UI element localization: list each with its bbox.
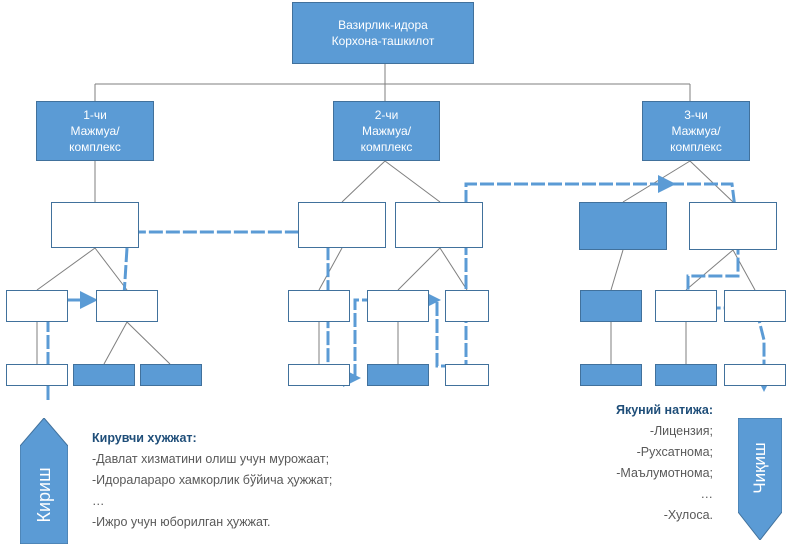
input-documents: Кирувчи хужжат: -Давлат хизматини олиш у…: [92, 428, 332, 533]
output-label: Чиқиш: [750, 442, 769, 494]
complex-1-box: 1-чи Мажмуа/ комплекс: [36, 101, 154, 161]
input-document-item: -Давлат хизматини олиш учун мурожаат;: [92, 452, 330, 466]
complex-2-subunit-b: [367, 290, 429, 322]
input-documents-heading: Кирувчи хужжат:: [92, 431, 197, 445]
complex-3-leaf-b: [655, 364, 717, 386]
input-document-item: …: [92, 494, 105, 508]
complex-3-unit-a: [579, 202, 667, 250]
final-result: Якуний натижа: -Лицензия; -Рухсатнома; -…: [616, 400, 713, 526]
complex-2-leaf-a: [288, 364, 350, 386]
input-arrow: Кириш: [20, 418, 68, 544]
complex-3-line1: 3-чи: [684, 108, 708, 122]
complex-2-leaf-c: [445, 364, 489, 386]
complex-1-subunit-b: [96, 290, 158, 322]
complex-2-line1: 2-чи: [374, 108, 399, 122]
final-result-item: -Лицензия;: [649, 424, 713, 438]
complex-2-unit-b: [395, 202, 483, 248]
complex-3-subunit-b: [655, 290, 717, 322]
complex-1-line2: Мажмуа/: [70, 124, 120, 138]
complex-3-line3: комплекс: [670, 140, 722, 154]
complex-1-leaf-a: [6, 364, 68, 386]
final-result-item: -Маълумотнома;: [616, 466, 713, 480]
complex-3-subunit-a: [580, 290, 642, 322]
input-document-item: -Идоралараро хамкорлик бўйича ҳужжат;: [92, 473, 333, 487]
final-result-item: -Хулоса.: [663, 508, 713, 522]
complex-2-leaf-b: [367, 364, 429, 386]
final-result-item: …: [700, 487, 714, 501]
hierarchy-connectors: [36, 64, 756, 365]
complex-1-leaf-b: [73, 364, 135, 386]
complex-2-unit-a: [298, 202, 386, 248]
complex-1-leaf-c: [140, 364, 202, 386]
complex-1-subunit-a: [6, 290, 68, 322]
up-arrow-icon: [20, 418, 68, 544]
complex-1-unit: [51, 202, 139, 248]
complex-2-subunit-a: [288, 290, 350, 322]
complex-3-subunit-c: [724, 290, 786, 322]
output-arrow: Чиқиш: [738, 418, 782, 540]
complex-3-unit-b: [689, 202, 777, 250]
organization-box: Вазирлик-идора Корхона-ташкилот: [292, 2, 474, 64]
down-arrow-icon: [738, 418, 782, 540]
input-label: Кириш: [34, 467, 54, 523]
final-result-heading: Якуний натижа:: [615, 403, 713, 417]
complex-2-box: 2-чи Мажмуа/ комплекс: [333, 101, 440, 161]
organization-line2: Корхона-ташкилот: [331, 34, 435, 48]
complex-1-line1: 1-чи: [83, 108, 107, 122]
complex-3-line2: Мажмуа/: [671, 124, 721, 138]
organization-line1: Вазирлик-идора: [338, 18, 428, 32]
complex-3-box: 3-чи Мажмуа/ комплекс: [642, 101, 750, 161]
complex-3-leaf-a: [580, 364, 642, 386]
complex-2-line2: Мажмуа/: [361, 124, 412, 138]
complex-2-line3: комплекс: [360, 140, 413, 154]
input-document-item: -Ижро учун юборилган ҳужжат.: [92, 515, 271, 529]
final-result-item: -Рухсатнома;: [636, 445, 713, 459]
complex-2-subunit-c: [445, 290, 489, 322]
complex-3-leaf-c: [724, 364, 786, 386]
complex-1-line3: комплекс: [69, 140, 121, 154]
